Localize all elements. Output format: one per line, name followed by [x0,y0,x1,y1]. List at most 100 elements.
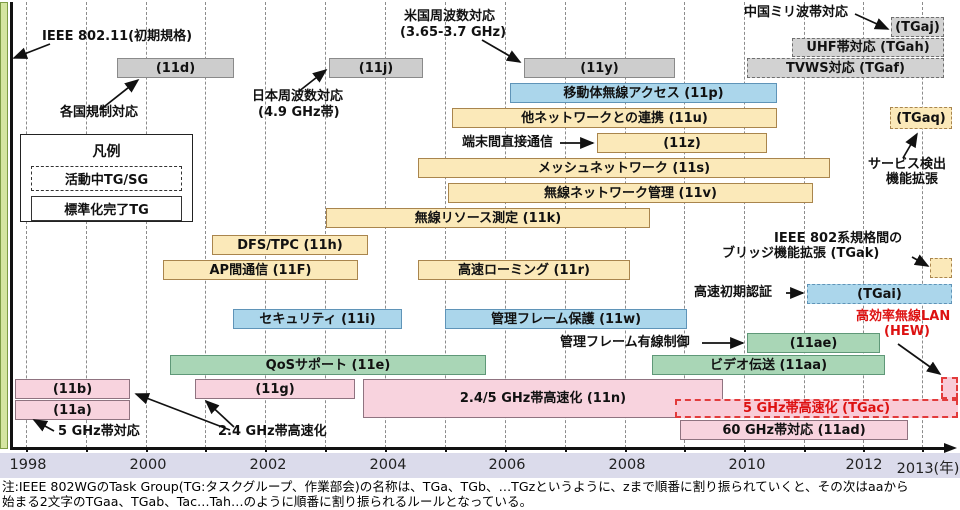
bar-11n: 2.4/5 GHz帯高速化 (11n) [363,379,723,418]
bar-hew [941,377,958,399]
label-regulatory: 各国規制対応 [60,105,139,120]
legend-active-tg: 活動中TG/SG [31,166,182,191]
label-bridge-2: ブリッジ機能拡張 (TGak) [722,246,880,261]
pointer-arrow [902,132,918,159]
bar-11ad: 60 GHz帯対応 (11ad) [680,420,908,440]
ieee80211-origin-bar [0,2,8,449]
bar-11v: 無線ネットワーク管理 (11v) [448,183,813,203]
pointer-arrow [32,419,55,432]
pointer-arrow [897,343,942,375]
bar-11r: 高速ローミング (11r) [418,260,630,280]
axis-tick [863,447,865,452]
axis-tick [505,447,507,452]
year-label: 2008 [608,457,646,473]
year-gridline [205,2,206,448]
legend-title: 凡例 [92,144,121,160]
x-axis-band: 1998 2000 2002 2004 2006 2008 2010 2012 2013(年) [0,453,960,478]
bar-11d: (11d) [117,58,234,78]
label-japan-1: 日本周波数対応 [252,89,344,104]
bar-11ae: (11ae) [747,333,880,353]
year-gridline [922,2,923,448]
plot-left-spine [10,2,13,449]
bar-11j: (11j) [329,58,423,78]
bar-11aa: ビデオ伝送 (11aa) [652,355,885,375]
bar-tgac: 5 GHz帯高速化 (TGac) [675,399,958,418]
label-service-2: 機能拡張 [886,172,939,187]
label-24ghz: 2.4 GHz帯高速化 [218,424,327,439]
bar-tgah: UHF帯対応 (TGah) [792,38,944,57]
year-gridline [804,2,805,448]
label-5ghz: 5 GHz帯対応 [58,424,140,439]
label-hew-1: 高効率無線LAN [856,309,951,324]
axis-tick [625,447,627,452]
bar-11y: (11y) [524,58,675,78]
year-label: 2012 [845,457,883,473]
year-gridline [146,2,147,448]
bar-11e: QoSサポート (11e) [170,355,486,375]
bar-11k: 無線リソース測定 (11k) [326,208,650,228]
year-gridline [684,2,685,448]
bar-11i: セキュリティ (11i) [233,309,402,329]
axis-tick [86,447,88,452]
bar-11p: 移動体無線アクセス (11p) [510,83,777,103]
pointer-arrow [134,393,231,431]
year-label: 2002 [249,457,287,473]
axis-tick [565,447,567,452]
year-gridline [744,2,745,448]
axis-tick [684,447,686,452]
axis-tick [385,447,387,452]
bar-11a: (11a) [15,400,130,420]
legend-completed-tg: 標準化完了TG [31,196,182,221]
year-label: 2000 [129,457,167,473]
year-label: 2006 [488,457,526,473]
label-wired: 管理フレーム有線制御 [560,335,690,350]
year-gridline [265,2,266,448]
label-bridge-1: IEEE 802系規格間の [774,231,903,246]
bar-tgaf: TVWS対応 (TGaf) [747,58,944,78]
pointer-arrow [12,43,51,59]
pointer-arrow [481,39,522,63]
bar-11w: 管理フレーム保護 (11w) [445,309,687,329]
year-gridline [86,2,87,448]
x-axis-line [10,447,946,450]
axis-tick [205,447,207,452]
axis-tick [804,447,806,452]
year-gridline [863,2,864,448]
axis-tick [744,447,746,452]
bar-11u: 他ネットワークとの連携 (11u) [452,108,777,128]
bar-tgak [930,258,952,278]
axis-tick [26,447,28,452]
x-axis-arrowhead-icon [944,443,957,453]
pointer-arrow [911,254,930,267]
axis-tick [325,447,327,452]
year-gridline [26,2,27,448]
bar-tgaq: (TGaq) [890,107,952,129]
bar-11s: メッシュネットワーク (11s) [418,158,830,178]
axis-tick [445,447,447,452]
label-origin: IEEE 802.11(初期規格) [42,29,193,44]
label-direct: 端末間直接通信 [462,135,554,150]
bar-tgai: (TGai) [807,284,952,304]
axis-tick [922,447,924,452]
bar-11z: (11z) [597,133,767,153]
axis-tick [265,447,267,452]
year-label: 2004 [369,457,407,473]
bar-11b: (11b) [15,379,130,399]
bar-11h: DFS/TPC (11h) [212,235,368,255]
label-us-2: (3.65-3.7 GHz) [400,25,507,40]
label-china: 中国ミリ波帯対応 [744,5,849,20]
bar-11g: (11g) [195,379,355,399]
label-us-1: 米国周波数対応 [404,9,496,24]
legend-box: 凡例 活動中TG/SG 標準化完了TG [20,134,193,222]
year-label: 2013(年) [896,461,960,477]
footnote: 注:IEEE 802WGのTask Group(TG:タスクグループ、作業部会)… [2,479,958,510]
label-japan-2: (4.9 GHz帯) [258,105,340,120]
year-label: 1998 [9,457,47,473]
bar-11F: AP間通信 (11F) [163,260,358,280]
label-fastauth: 高速初期認証 [694,285,773,300]
year-label: 2010 [728,457,766,473]
axis-tick [146,447,148,452]
label-hew-2: (HEW) [884,324,930,339]
bar-tgaj: (TGaj) [891,17,944,37]
